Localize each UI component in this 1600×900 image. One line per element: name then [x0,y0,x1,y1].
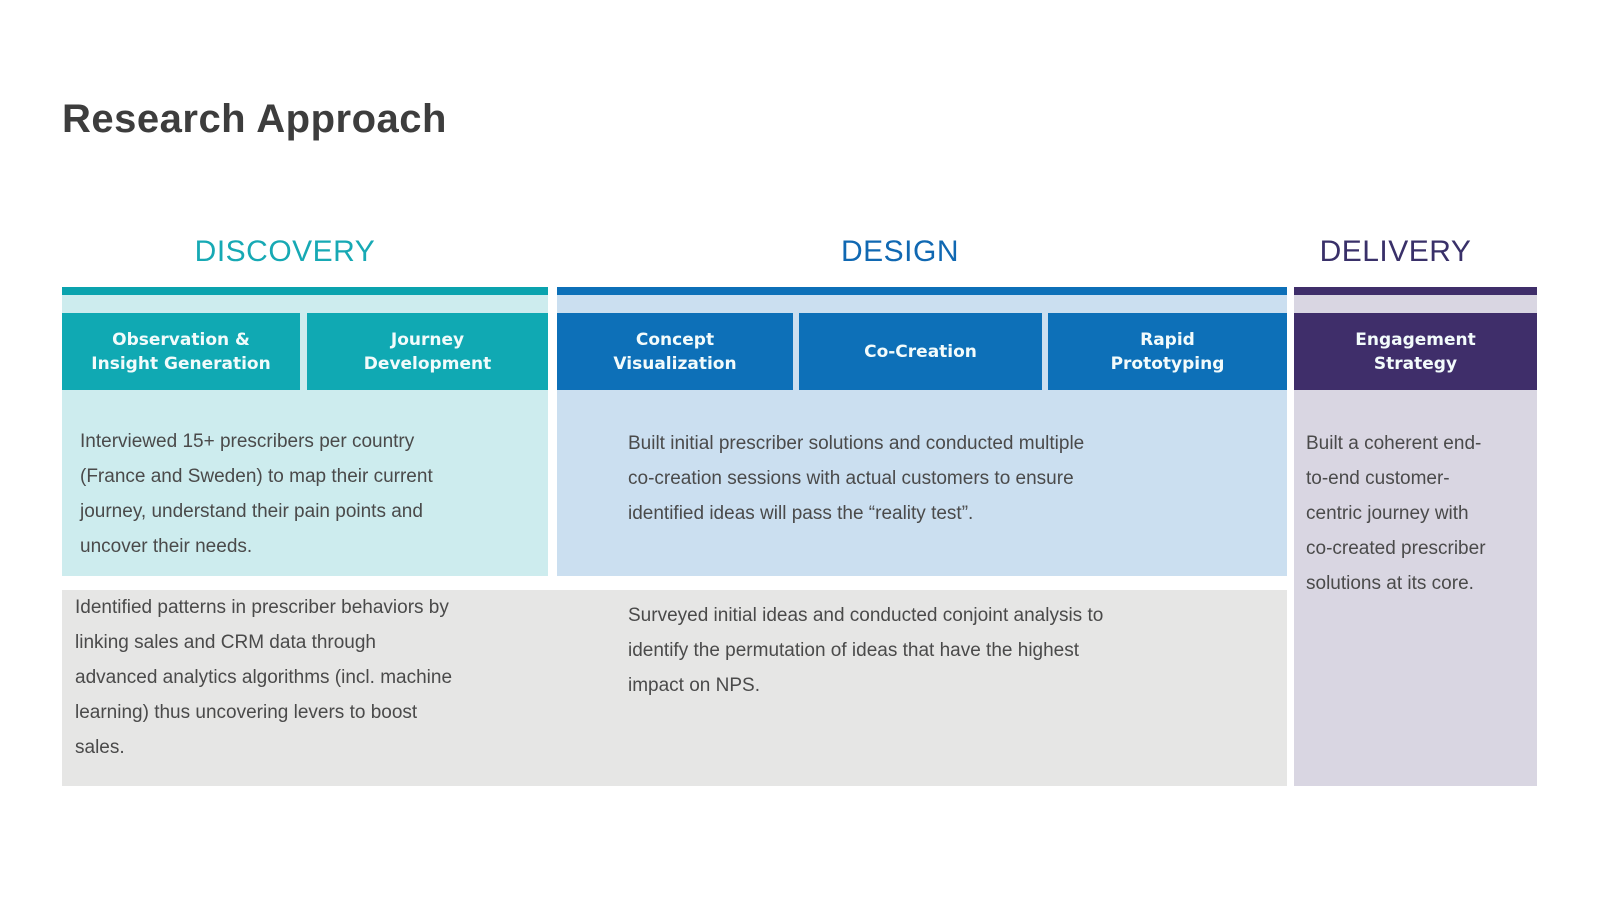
phase-header-design: DESIGN [840,235,960,268]
discovery-row2-description: Identified patterns in prescriber behavi… [75,597,453,758]
discovery-row1-description: Interviewed 15+ prescribers per country … [80,431,433,557]
stage-box-co-creation: Co-Creation [799,313,1042,390]
phase-header-discovery: DISCOVERY [194,235,376,268]
page-title: Research Approach [62,97,447,141]
stage-box-concept-visualization: Concept Visualization [557,313,793,390]
phase-bar-delivery [1294,287,1537,295]
phase-header-delivery: DELIVERY [1319,235,1472,268]
design-row2-description: Surveyed initial ideas and conducted con… [628,605,1104,696]
design-row1-description: Built initial prescriber solutions and c… [628,433,1085,524]
stage-box-rapid-prototyping: Rapid Prototyping [1048,313,1287,390]
stage-box-journey-development: Journey Development [307,313,548,390]
phase-bar-discovery [62,287,548,295]
delivery-description: Built a coherent end- to-end customer- c… [1306,433,1486,594]
stage-box-observation-insight: Observation & Insight Generation [62,313,300,390]
stage-box-engagement-strategy: Engagement Strategy [1294,313,1537,390]
phase-bar-design [557,287,1287,295]
band-bottom-gray [62,590,1287,786]
